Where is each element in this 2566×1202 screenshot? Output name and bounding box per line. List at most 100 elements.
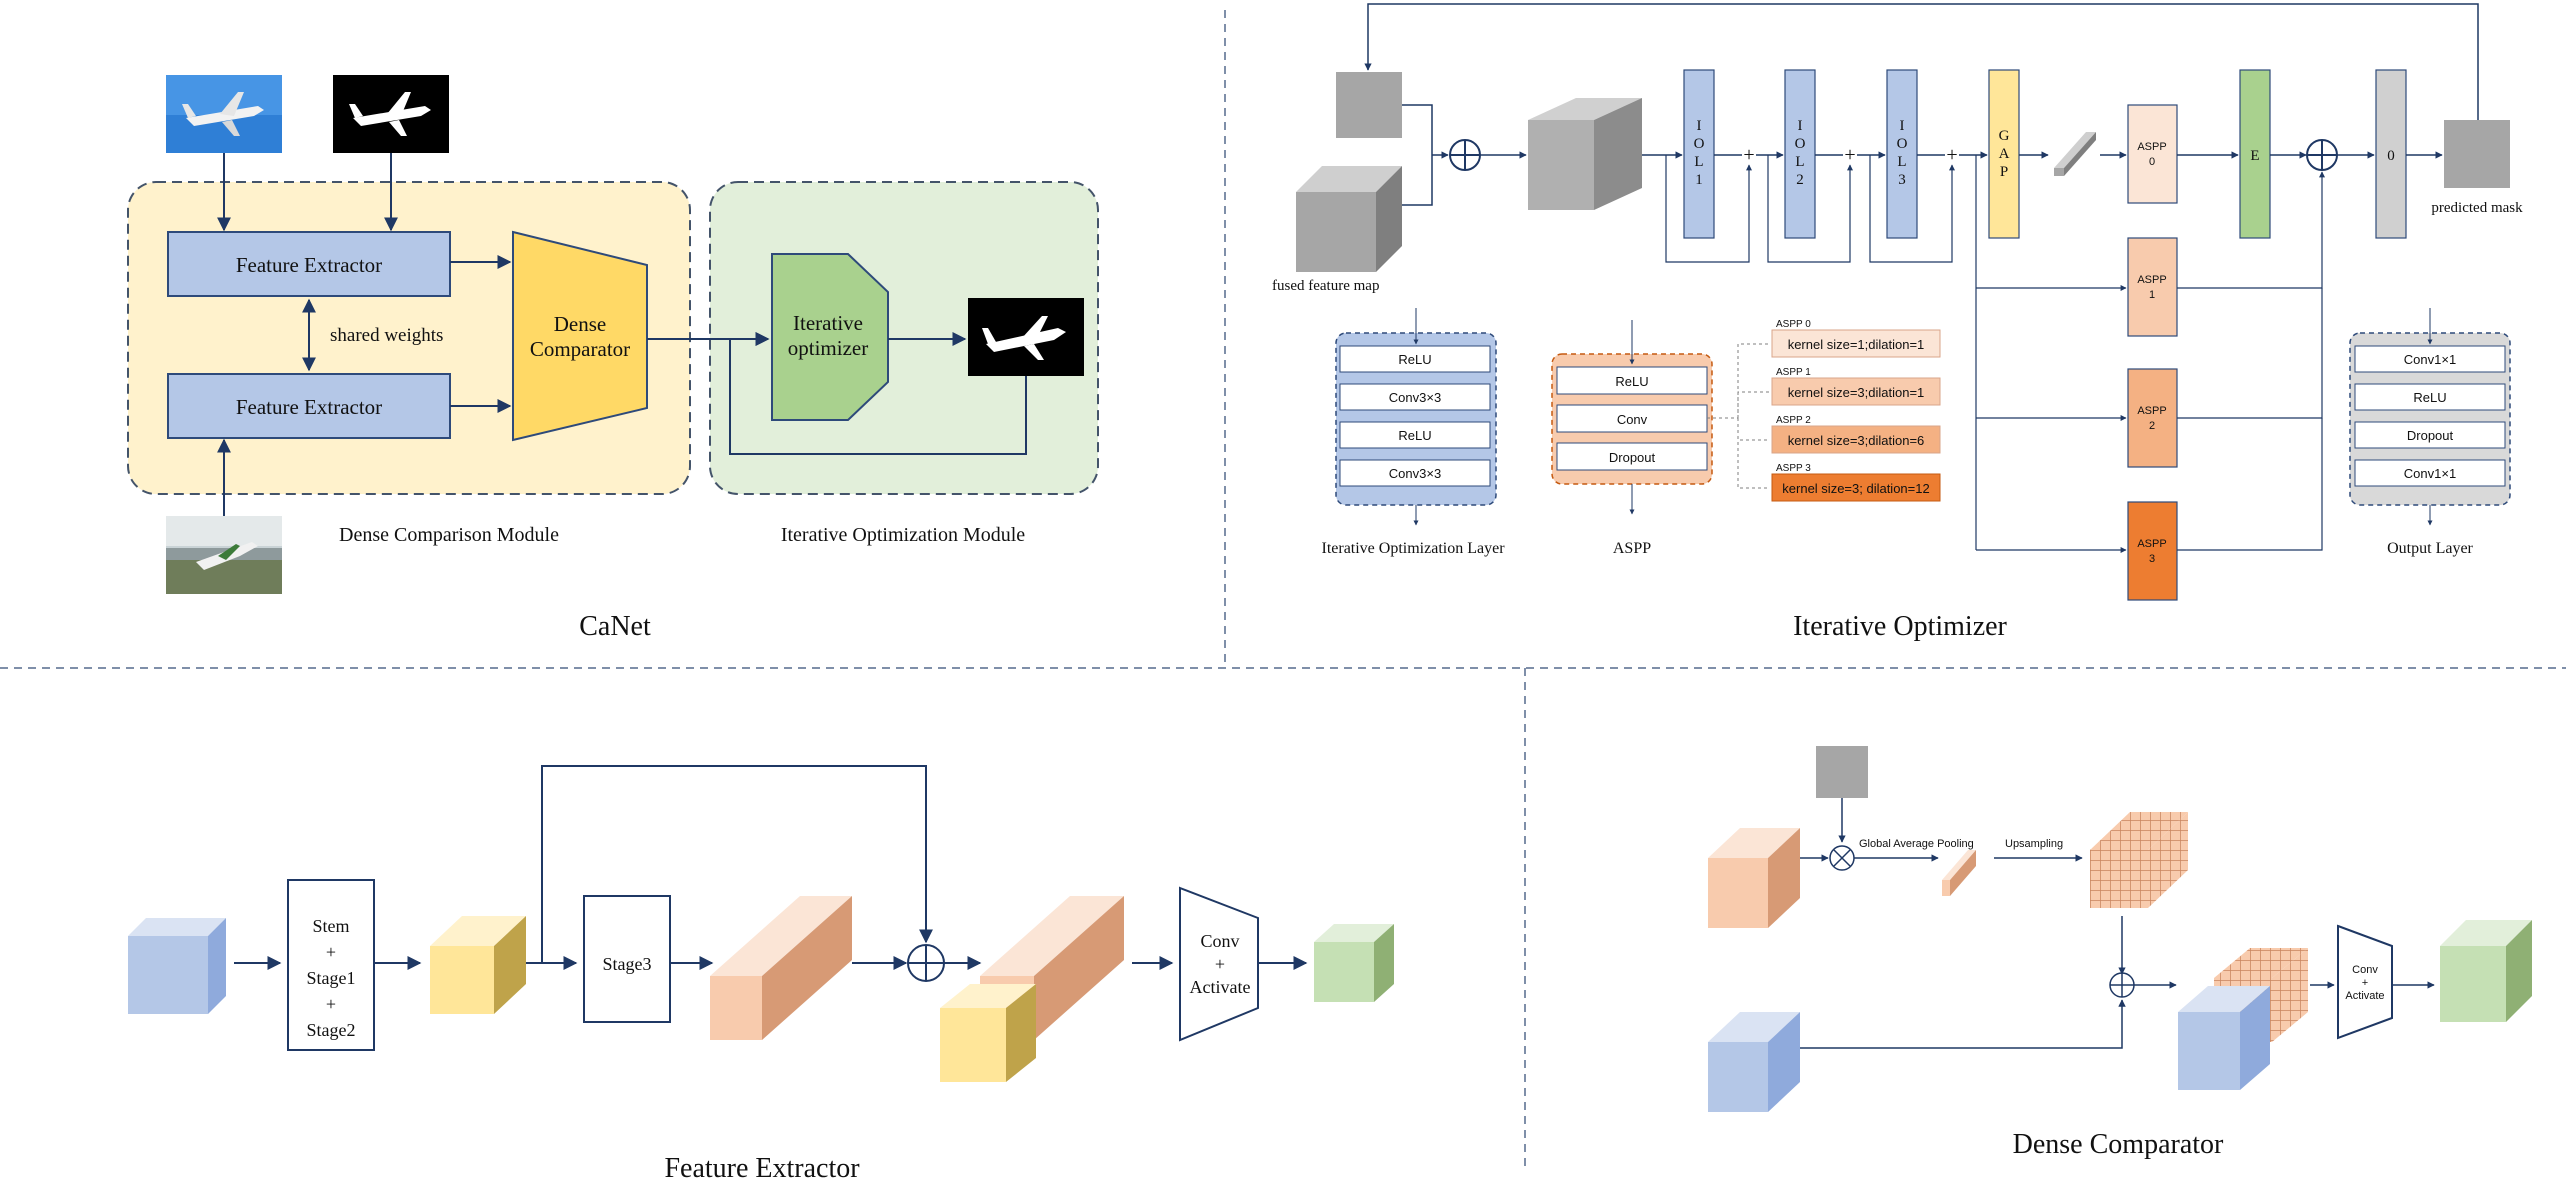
svg-text:A: A [1999, 146, 2010, 162]
iterative-optimizer-panel: fused feature map I O L 1 I O [1272, 3, 2523, 642]
fused-feature-map-label: fused feature map [1272, 278, 1379, 294]
feature-extractor-top-label: Feature Extractor [236, 253, 382, 277]
aspp-layer-1: Conv [1556, 404, 1708, 433]
stage3-output-cube [710, 896, 852, 1040]
canet-panel: Feature Extractor Feature Extractor shar… [127, 75, 1099, 642]
iol-layer-3: Conv3×3 [1339, 459, 1491, 487]
fused-feature-map-cube [1296, 166, 1402, 272]
svg-text:ASPP 2: ASPP 2 [1776, 415, 1811, 426]
svg-text:I: I [1900, 118, 1905, 134]
iol3-block: I O L 3 [1886, 69, 1918, 239]
svg-text:kernel size=3;dilation=6: kernel size=3;dilation=6 [1788, 433, 1925, 448]
output-layer-caption: Output Layer [2387, 540, 2473, 557]
plus-icon: + [1743, 144, 1754, 166]
svg-text:Conv1×1: Conv1×1 [2404, 466, 2456, 481]
support-feature-cube [1708, 828, 1800, 928]
aspp-caption: ASPP [1613, 540, 1651, 557]
plus-icon: + [1946, 144, 1957, 166]
svg-text:ReLU: ReLU [2413, 390, 2446, 405]
arrow-query-to-concat [1800, 999, 2126, 1049]
svg-text:E: E [2250, 148, 2259, 164]
dotted-link-aspp2 [1737, 418, 1770, 441]
aspp-layer-2: Dropout [1556, 442, 1708, 471]
pooled-vector [2054, 132, 2096, 176]
aspp-branch-3: ASPP 3 kernel size=3; dilation=12 [1771, 463, 1941, 502]
feature-extractor-bottom [167, 373, 451, 439]
svg-text:ASPP 3: ASPP 3 [1776, 463, 1811, 474]
svg-text:2: 2 [1796, 172, 1804, 188]
gap-block: G A P [1988, 69, 2020, 239]
svg-text:ASPP 1: ASPP 1 [1776, 367, 1811, 378]
query-image [166, 516, 282, 594]
canet-title: CaNet [579, 611, 651, 642]
svg-text:kernel size=3;dilation=1: kernel size=3;dilation=1 [1788, 385, 1925, 400]
dotted-link-aspp3 [1737, 418, 1770, 489]
stem-line: Stage1 [307, 968, 356, 988]
plus-icon: + [1844, 144, 1855, 166]
output-cube-green [2440, 920, 2532, 1022]
iol-layer-0: ReLU [1339, 345, 1491, 373]
conv-label: Conv [1200, 931, 1239, 951]
concat-oplus-icon [2306, 139, 2338, 171]
multiply-otimes-icon [1829, 845, 1855, 871]
stem-line: Stem [312, 916, 349, 936]
svg-text:ASPP 0: ASPP 0 [1776, 319, 1811, 330]
svg-text:Dropout: Dropout [1609, 450, 1656, 465]
upsampled-grid-cube [2090, 812, 2188, 908]
svg-text:O: O [1897, 136, 1908, 152]
svg-text:Conv3×3: Conv3×3 [1389, 466, 1441, 481]
svg-text:ReLU: ReLU [1615, 374, 1648, 389]
iterative-optimization-module-caption: Iterative Optimization Module [781, 524, 1025, 546]
svg-text:Conv3×3: Conv3×3 [1389, 390, 1441, 405]
concat-oplus-icon [1449, 139, 1481, 171]
svg-text:Conv1×1: Conv1×1 [2404, 352, 2456, 367]
conv-label: + [2362, 977, 2368, 989]
svg-text:2: 2 [2149, 420, 2155, 432]
iol1-block: I O L 1 [1683, 69, 1715, 239]
aspp1-block: ASPP 1 [2127, 237, 2178, 337]
svg-text:kernel size=3; dilation=12: kernel size=3; dilation=12 [1782, 481, 1929, 496]
support-mask [333, 75, 449, 153]
iol-layer-2: ReLU [1339, 421, 1491, 449]
arrow-feedback-loop [729, 332, 1027, 455]
stage3-block [583, 895, 671, 1023]
svg-text:G: G [1999, 128, 2010, 144]
predicted-mask-image [968, 298, 1084, 376]
iterative-optimizer-label-1: Iterative [793, 311, 863, 335]
arrow-mask-feedback [1364, 3, 2479, 120]
iol-layer-1: Conv3×3 [1339, 383, 1491, 411]
svg-text:0: 0 [2149, 156, 2155, 168]
aspp-branch-0: ASPP 0 kernel size=1;dilation=1 [1771, 319, 1941, 358]
aspp-layer-0: ReLU [1556, 366, 1708, 395]
svg-text:ASPP: ASPP [2137, 274, 2166, 286]
feature-extractor-top [167, 231, 451, 297]
svg-text:ASPP: ASPP [2137, 538, 2166, 550]
feature-extractor-title: Feature Extractor [664, 1153, 860, 1184]
aspp0-block: ASPP 0 [2127, 104, 2178, 204]
support-mask-square [1816, 746, 1868, 798]
dense-comparison-module-caption: Dense Comparison Module [339, 524, 559, 546]
conv-label: Conv [2352, 964, 2378, 976]
svg-text:I: I [1798, 118, 1803, 134]
svg-text:L: L [1694, 154, 1703, 170]
svg-text:O: O [1694, 136, 1705, 152]
stem-line: + [326, 942, 336, 962]
dense-comparator-label-2: Comparator [530, 337, 630, 361]
shared-weights-label: shared weights [330, 325, 443, 346]
residual-3 [1869, 155, 1955, 263]
svg-text:Dropout: Dropout [2407, 428, 2454, 443]
svg-text:P: P [2000, 164, 2008, 180]
input-cube-blue [128, 918, 226, 1014]
svg-text:0: 0 [2387, 148, 2395, 164]
feature-extractor-panel: Stem + Stage1 + Stage2 Stage3 [128, 765, 1394, 1184]
line-feature-to-concat [1402, 155, 1433, 206]
stem-line: Stage2 [307, 1020, 356, 1040]
pooled-vector [1942, 850, 1976, 896]
svg-text:I: I [1697, 118, 1702, 134]
iterative-optimizer-label-2: optimizer [788, 336, 868, 360]
dense-comparator-panel: Global Average Pooling Upsampling [1708, 746, 2532, 1160]
output-layer-1: ReLU [2354, 383, 2506, 411]
output-layer-0: Conv1×1 [2354, 345, 2506, 373]
svg-text:ReLU: ReLU [1398, 352, 1431, 367]
concat-oplus-icon [2109, 972, 2135, 998]
